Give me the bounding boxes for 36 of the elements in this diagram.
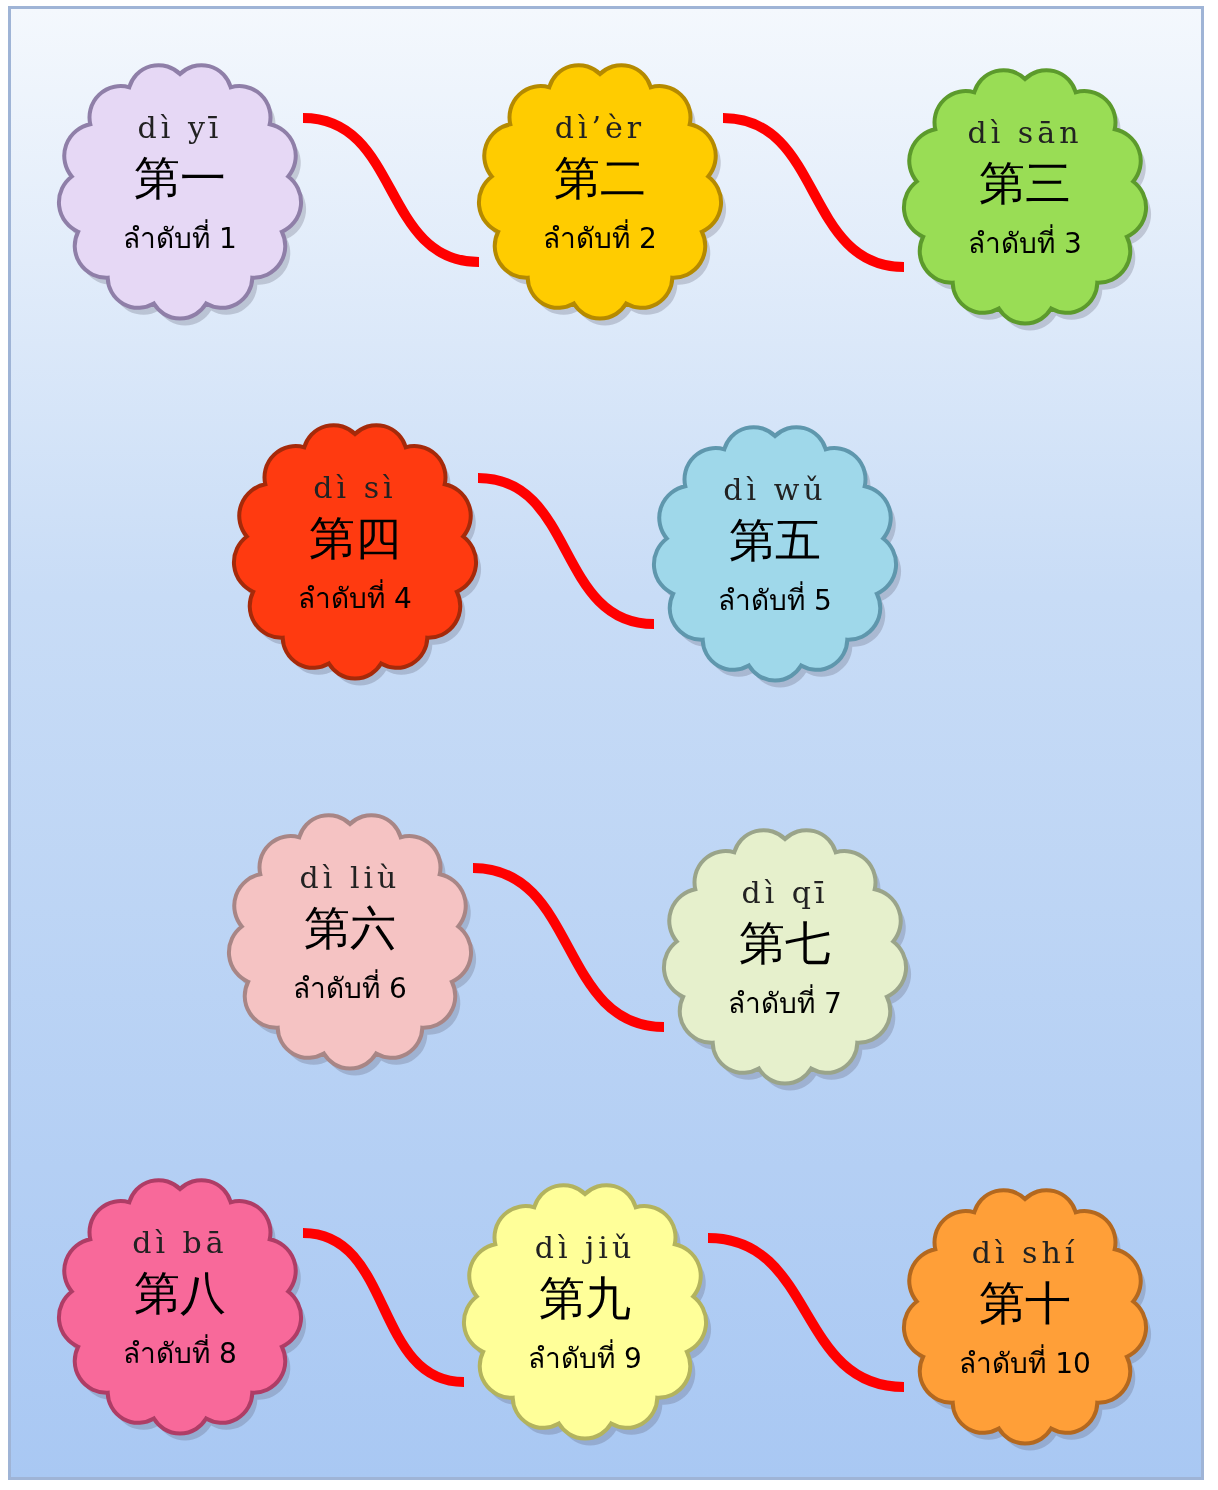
chinese-text: 第二 xyxy=(554,149,646,207)
thai-text: ลำดับที่ 3 xyxy=(968,223,1082,262)
chinese-text: 第八 xyxy=(134,1264,226,1322)
thai-text: ลำดับที่ 6 xyxy=(293,968,407,1007)
thai-text: ลำดับที่ 5 xyxy=(718,580,832,619)
thai-text: ลำดับที่ 7 xyxy=(728,983,842,1022)
chinese-text: 第六 xyxy=(304,899,396,957)
pinyin-text: dì wǔ xyxy=(723,471,827,507)
connector-line xyxy=(472,863,665,1032)
connector-line xyxy=(302,113,480,267)
thai-text: ลำดับที่ 10 xyxy=(959,1343,1091,1382)
pinyin-text: dì qī xyxy=(741,874,829,910)
pinyin-text: dì’èr xyxy=(554,109,646,145)
thai-text: ลำดับที่ 1 xyxy=(123,218,237,257)
chinese-text: 第四 xyxy=(309,509,401,567)
thai-text: ลำดับที่ 9 xyxy=(528,1338,642,1377)
pinyin-text: dì sì xyxy=(313,469,397,505)
chinese-text: 第九 xyxy=(539,1269,631,1327)
connector-line xyxy=(477,473,655,629)
pinyin-text: dì yī xyxy=(137,109,223,145)
pinyin-text: dì jiǔ xyxy=(534,1229,636,1265)
chinese-text: 第七 xyxy=(739,914,831,972)
chinese-text: 第一 xyxy=(134,149,226,207)
connector-line xyxy=(722,113,905,272)
pinyin-text: dì shí xyxy=(971,1234,1079,1270)
chinese-text: 第五 xyxy=(729,511,821,569)
thai-text: ลำดับที่ 8 xyxy=(123,1333,237,1372)
connector-line xyxy=(302,1228,465,1387)
pinyin-text: dì liù xyxy=(299,859,401,895)
pinyin-text: dì bā xyxy=(132,1224,228,1260)
pinyin-text: dì sān xyxy=(967,114,1083,150)
connector-line xyxy=(707,1233,905,1392)
thai-text: ลำดับที่ 4 xyxy=(298,578,412,617)
thai-text: ลำดับที่ 2 xyxy=(543,218,657,257)
chinese-text: 第三 xyxy=(979,154,1071,212)
chinese-text: 第十 xyxy=(979,1274,1071,1332)
